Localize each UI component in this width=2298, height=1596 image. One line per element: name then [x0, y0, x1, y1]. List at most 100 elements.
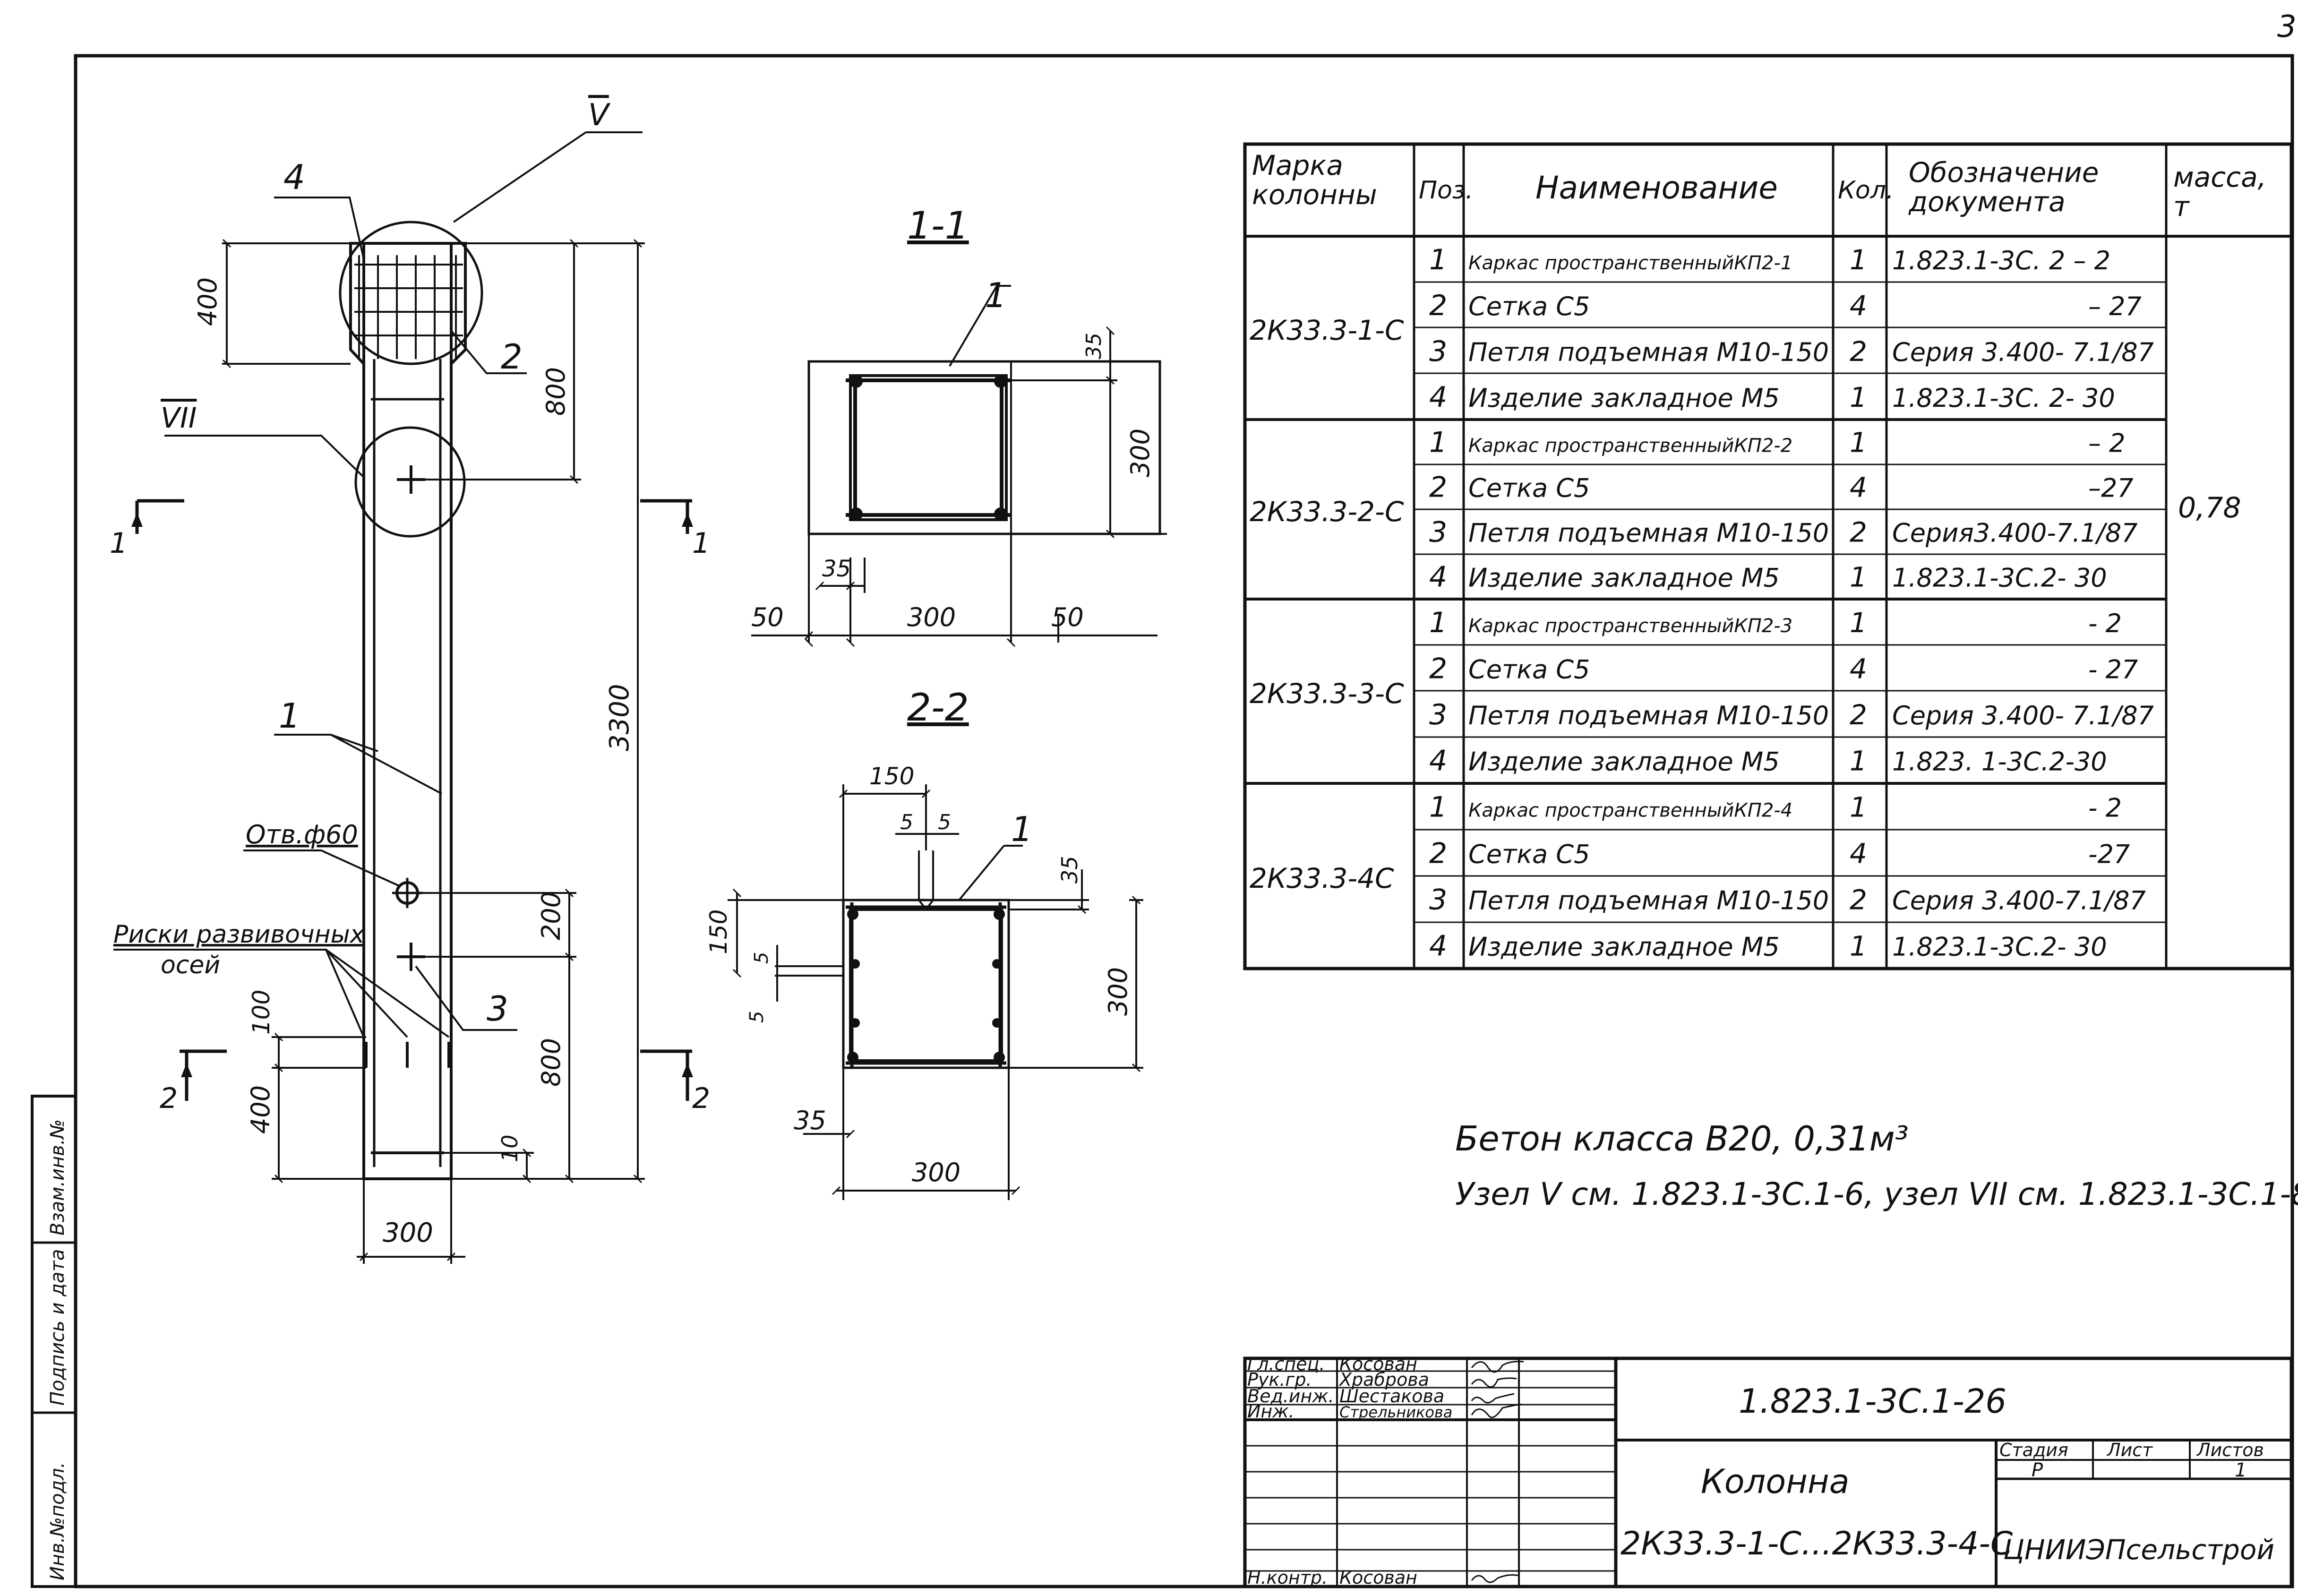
group-mark: 2К33.3-2-С [1250, 496, 1404, 528]
group-mark: 2К33.3-4С [1250, 862, 1394, 894]
spec-row-doc: Серия 3.400- 7.1/87 [1892, 701, 2154, 730]
spec-row-name: Петля подъемная М10-150 [1468, 886, 1829, 916]
spec-row-pos: 4 [1429, 381, 1447, 414]
spec-row-name: Изделие закладное М5 [1468, 932, 1780, 962]
spec-row-doc: 1.823.1-3С.2- 30 [1892, 563, 2107, 592]
spec-row-qty: 1 [1850, 930, 1867, 962]
spec-row-qty: 4 [1850, 471, 1867, 503]
cut-1-left: 1 [110, 527, 128, 560]
spec-row-qty: 1 [1850, 381, 1867, 413]
spec-row-doc: Серия 3.400- 7.1/87 [1892, 337, 2154, 367]
spec-row-doc: Серия 3.400-7.1/87 [1892, 886, 2146, 916]
spec-row-qty: 1 [1850, 745, 1867, 777]
role-0: Гл.спец. [1247, 1354, 1325, 1374]
spec-row-pos: 2 [1429, 471, 1447, 504]
spec-row-name: Изделие закладное М5 [1468, 563, 1780, 592]
cut-2-right: 2 [692, 1082, 710, 1115]
spec-row-pos: 1 [1429, 791, 1447, 824]
stamp-sign-label: Подпись и дата [47, 1249, 69, 1406]
spec-row-name: Каркас пространственныйКП2-3 [1468, 615, 1792, 637]
axis-label-line2: осей [161, 951, 220, 979]
name-0: Косован [1339, 1354, 1417, 1374]
name-3: Стрельникова [1339, 1403, 1452, 1421]
head-reinforcement [354, 255, 463, 359]
section-2-dim-300-side: 300 [1103, 967, 1133, 1016]
spec-row-name: Изделие закладное М5 [1468, 383, 1780, 413]
dim-10: 10 [497, 1134, 523, 1162]
spec-row-pos: 3 [1429, 884, 1447, 917]
spec-row-pos: 1 [1429, 606, 1447, 639]
hole-label: Отв.ф60 [246, 820, 358, 849]
doc-code: 1.823.1-3С.1-26 [1739, 1382, 2006, 1421]
sheets-value: 1 [2235, 1459, 2247, 1481]
section-2-callout: 1 [1011, 809, 1033, 849]
spec-row-pos: 2 [1429, 289, 1447, 322]
dim-800-top: 800 [541, 367, 571, 416]
dim-200: 200 [536, 892, 566, 940]
header-name: Наименование [1535, 170, 1778, 206]
spec-row-pos: 4 [1429, 745, 1447, 778]
name-1: Храброва [1338, 1369, 1429, 1390]
section-1-dim-50-left: 50 [751, 602, 784, 632]
spec-row-doc: 1.823.1-3С. 2- 30 [1892, 383, 2115, 413]
spec-row-qty: 4 [1850, 653, 1867, 685]
section-1-dim-300-side: 300 [1125, 429, 1155, 477]
section-1-callout: 1 [985, 275, 1007, 315]
node-v-circle [339, 221, 483, 365]
sheet-number: 30 [2277, 9, 2298, 44]
note-nodes: Узел V см. 1.823.1-3С.1-6, узел VII см. … [1455, 1176, 2298, 1212]
column-body [362, 242, 453, 1180]
spec-row-pos: 3 [1429, 515, 1447, 549]
section-2-dim-35-bottom: 35 [794, 1106, 826, 1135]
spec-row-qty: 1 [1850, 426, 1867, 458]
spec-row-doc: 1.823. 1-3С.2-30 [1892, 747, 2107, 777]
section-2-dim-300: 300 [912, 1158, 960, 1187]
dim-100: 100 [248, 990, 275, 1035]
spec-row-qty: 1 [1850, 244, 1867, 276]
section-2-dim-5c: 5 [751, 952, 772, 964]
spec-row-qty: 4 [1850, 838, 1867, 870]
item-marks: 2К33.3-1-С...2К33.3-4-С [1621, 1525, 2013, 1562]
spec-row-name: Изделие закладное М5 [1468, 747, 1780, 777]
spec-row-doc: – 27 [2088, 292, 2142, 321]
header-qty: Кол. [1838, 176, 1894, 205]
spec-row-name: Каркас пространственныйКП2-2 [1468, 435, 1792, 456]
spec-row-doc: - 2 [2088, 609, 2122, 638]
cut-1-right: 1 [692, 527, 710, 560]
section-2-dim-35-right: 35 [1057, 856, 1082, 884]
spec-row-pos: 3 [1429, 698, 1447, 731]
role-3: Инж. [1247, 1401, 1295, 1422]
spec-row-doc: - 2 [2088, 793, 2122, 823]
section-2-dim-5d: 5 [746, 1011, 768, 1023]
signatures [1471, 1361, 1524, 1583]
spec-row-qty: 1 [1850, 607, 1867, 639]
column-elevation: 400 800 3300 200 800 100 400 10 300 4 V … [110, 98, 710, 1264]
section-2-2: 2-2 150 5 [705, 686, 1143, 1200]
section-1-dim-50-right: 50 [1051, 602, 1084, 632]
mass-value: 0,78 [2178, 491, 2241, 524]
section-1-dim-35-top: 35 [1082, 333, 1106, 359]
axis-label-line1: Риски развивочных [113, 920, 365, 949]
spec-row-name: Каркас пространственныйКП2-1 [1468, 252, 1792, 274]
item-name: Колонна [1701, 1462, 1850, 1501]
spec-row-pos: 1 [1429, 243, 1447, 276]
section-1-dim-300: 300 [907, 602, 956, 632]
title-block: Гл.спец. Косован Рук.гр. Храброва Вед.ин… [1243, 1354, 2293, 1588]
spec-row-pos: 1 [1429, 426, 1447, 459]
spec-row-name: Сетка С5 [1468, 655, 1590, 685]
spec-row-qty: 2 [1850, 884, 1867, 916]
org-name: ЦНИИЭПсельстрой [2003, 1534, 2274, 1566]
spec-row-name: Каркас пространственныйКП2-4 [1468, 800, 1792, 822]
role-1: Рук.гр. [1247, 1369, 1312, 1390]
spec-row-name: Сетка С5 [1468, 840, 1590, 869]
spec-row-qty: 2 [1850, 699, 1867, 731]
dim-400-top: 400 [193, 277, 223, 326]
spec-row-pos: 2 [1429, 837, 1447, 870]
spec-row-name: Петля подъемная М10-150 [1468, 518, 1829, 548]
note-concrete: Бетон класса В20, 0,31м³ [1455, 1119, 1909, 1158]
